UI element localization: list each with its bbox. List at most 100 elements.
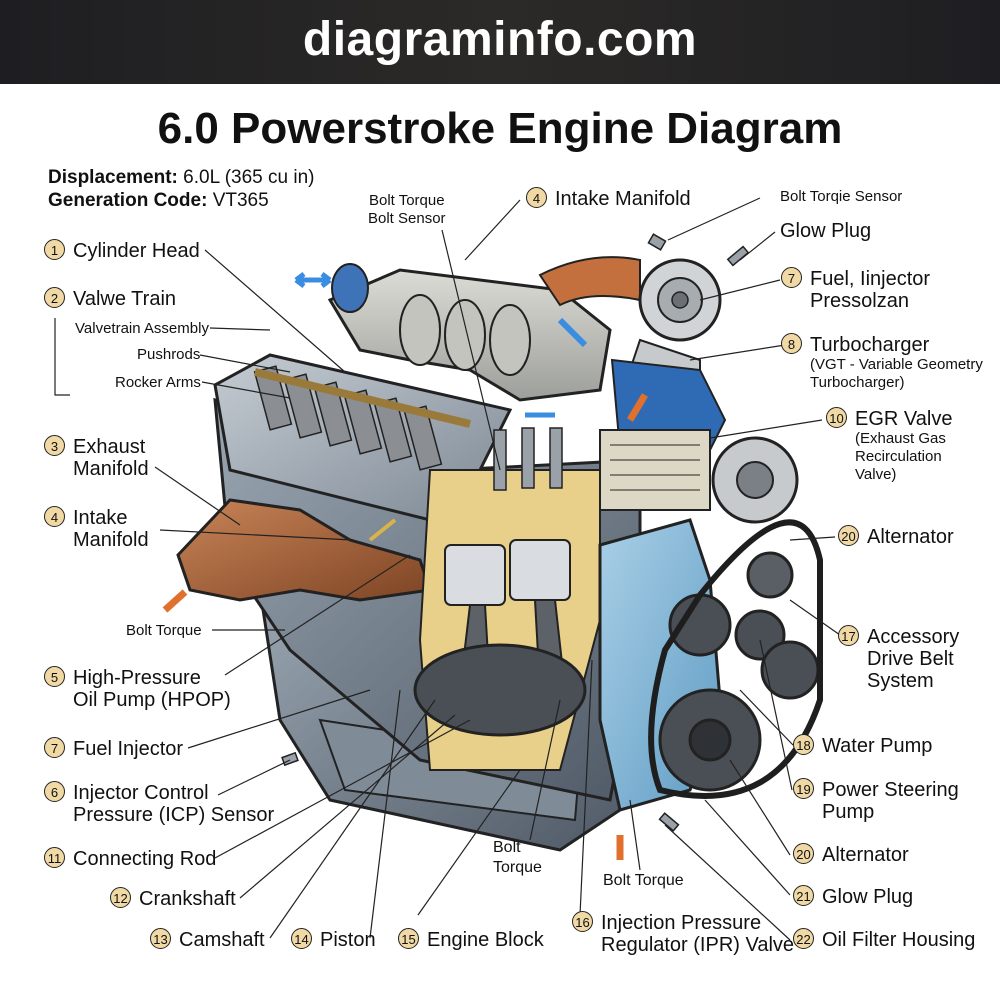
- badge-number: 22: [793, 928, 814, 950]
- crankshaft: [413, 643, 587, 737]
- label-camshaft: 13 Camshaft: [150, 928, 265, 951]
- label-text: Alternator: [867, 526, 954, 548]
- spec-value: VT365: [212, 190, 269, 211]
- badge-number: 16: [572, 911, 593, 933]
- badge-number: 21: [793, 885, 814, 907]
- badge-number: 18: [793, 734, 814, 756]
- label-text: Exhaust Manifold: [73, 436, 149, 480]
- label-alternator-upper: 20 Alternator: [838, 525, 954, 548]
- badge-number: 19: [793, 778, 814, 800]
- badge-number: 10: [826, 407, 847, 429]
- label-pushrods: Pushrods: [137, 346, 201, 363]
- spec-key: Generation Code:: [48, 190, 208, 211]
- label-text: Injection Pressure Regulator (IPR) Valve: [601, 912, 795, 956]
- badge-number: 1: [44, 239, 65, 261]
- label-rocker-arms: Rocker Arms: [115, 374, 201, 391]
- label-glow-plug-right: 21 Glow Plug: [793, 885, 914, 908]
- badge-number: 6: [44, 781, 65, 803]
- label-text: Water Pump: [822, 735, 933, 757]
- pulleys: [658, 551, 820, 792]
- drive-belt: [648, 519, 823, 799]
- diagram-title: 6.0 Powerstroke Engine Diagram: [157, 104, 843, 153]
- label-crankshaft: 12 Crankshaft: [110, 887, 236, 910]
- turbo-crossover: [538, 256, 641, 307]
- label-connecting-rod: 11 Connecting Rod: [44, 847, 217, 870]
- label-accessory-belt: 17 Accessory Drive Belt System: [838, 625, 960, 692]
- label-alternator-lower: 20 Alternator: [793, 843, 909, 866]
- label-text: Injector Control Pressure (ICP) Sensor: [73, 782, 275, 826]
- label-text: Alternator: [822, 844, 909, 866]
- label-text: Engine Block: [427, 929, 544, 951]
- site-name: diagraminfo.com: [302, 13, 698, 66]
- label-text: Camshaft: [179, 929, 265, 951]
- label-bolt-torque-left: Bolt Torque: [126, 622, 202, 639]
- label-engine-block: 15 Engine Block: [398, 928, 544, 951]
- label-fuel-injector-left: 7 Fuel Injector: [44, 737, 184, 760]
- label-text: Cylinder Head: [73, 240, 200, 262]
- intake-inlet: [331, 263, 369, 313]
- label-text: Glow Plug: [822, 886, 914, 908]
- egr-cooler: [599, 429, 711, 511]
- label-glow-plug-top: Glow Plug: [780, 220, 872, 242]
- label-text: Intake Manifold: [73, 507, 149, 551]
- valve-train: [253, 365, 471, 471]
- label-ipr-valve: 16 Injection Pressure Regulator (IPR) Val…: [572, 911, 795, 956]
- label-bolt-torqie-sensor: Bolt Torqie Sensor: [780, 188, 903, 205]
- label-bolt-torque-center: Bolt Torque: [493, 839, 542, 876]
- label-text: Fuel Injector: [73, 738, 184, 760]
- label-turbocharger: 8 Turbocharger(VGT - Variable Geometry Tu…: [781, 333, 983, 392]
- badge-number: 11: [44, 847, 65, 869]
- badge-number: 7: [44, 737, 65, 759]
- label-text: Piston: [320, 929, 376, 951]
- label-text: Intake Manifold: [555, 188, 691, 210]
- label-text: Valwe Train: [73, 288, 177, 310]
- site-banner: [0, 0, 1000, 84]
- label-hpop: 5 High-Pressure Oil Pump (HPOP): [44, 666, 231, 711]
- badge-number: 5: [44, 666, 65, 688]
- label-text: Accessory Drive Belt System: [867, 626, 960, 692]
- label-subtext: (VGT - Variable Geometry Turbocharger): [810, 356, 983, 391]
- label-intake-manifold-left: 4 Intake Manifold: [44, 506, 149, 551]
- spec-value: 6.0L (365 cu in): [183, 167, 315, 188]
- badge-number: 20: [793, 843, 814, 865]
- badge-number: 13: [150, 928, 171, 950]
- label-egr-valve: 10 EGR Valve(Exhaust Gas Recirculation Va…: [826, 407, 953, 484]
- badge-number: 20: [838, 525, 859, 547]
- flow-arrows: [162, 272, 649, 860]
- label-icp-sensor: 6 Injector Control Pressure (ICP) Sensor: [44, 781, 275, 826]
- spec-displacement: Displacement: 6.0L (365 cu in): [48, 167, 314, 189]
- label-subtext: (Exhaust Gas Recirculation Valve): [855, 430, 946, 483]
- label-text: EGR Valve: [855, 408, 953, 430]
- label-intake-manifold-top: 4 Intake Manifold: [526, 187, 691, 210]
- label-piston: 14 Piston: [291, 928, 376, 951]
- badge-number: 17: [838, 625, 859, 647]
- badge-number: 4: [44, 506, 65, 528]
- label-text: Turbocharger: [810, 334, 930, 356]
- badge-number: 3: [44, 435, 65, 457]
- label-exhaust-manifold: 3 Exhaust Manifold: [44, 435, 149, 480]
- badge-number: 8: [781, 333, 802, 355]
- alternator-illustration: [711, 436, 799, 524]
- label-text: Connecting Rod: [73, 848, 217, 870]
- label-text: High-Pressure Oil Pump (HPOP): [73, 667, 231, 711]
- label-bolt-torque-sensor: Bolt Torque Bolt Sensor: [368, 192, 446, 227]
- label-water-pump: 18 Water Pump: [793, 734, 933, 757]
- badge-number: 14: [291, 928, 312, 950]
- badge-number: 12: [110, 887, 131, 909]
- leader-lines: [54, 197, 841, 941]
- label-valvetrain-assembly: Valvetrain Assembly: [75, 320, 209, 337]
- sensors: [281, 233, 750, 832]
- badge-number: 4: [526, 187, 547, 209]
- label-text: Crankshaft: [139, 888, 236, 910]
- injectors: [493, 427, 563, 491]
- badge-number: 2: [44, 287, 65, 309]
- spec-key: Displacement:: [48, 167, 178, 188]
- badge-number: 15: [398, 928, 419, 950]
- label-bolt-torque-right: Bolt Torque: [603, 872, 684, 889]
- badge-number: 7: [781, 267, 802, 289]
- label-valve-train: 2 Valwe Train: [44, 287, 177, 310]
